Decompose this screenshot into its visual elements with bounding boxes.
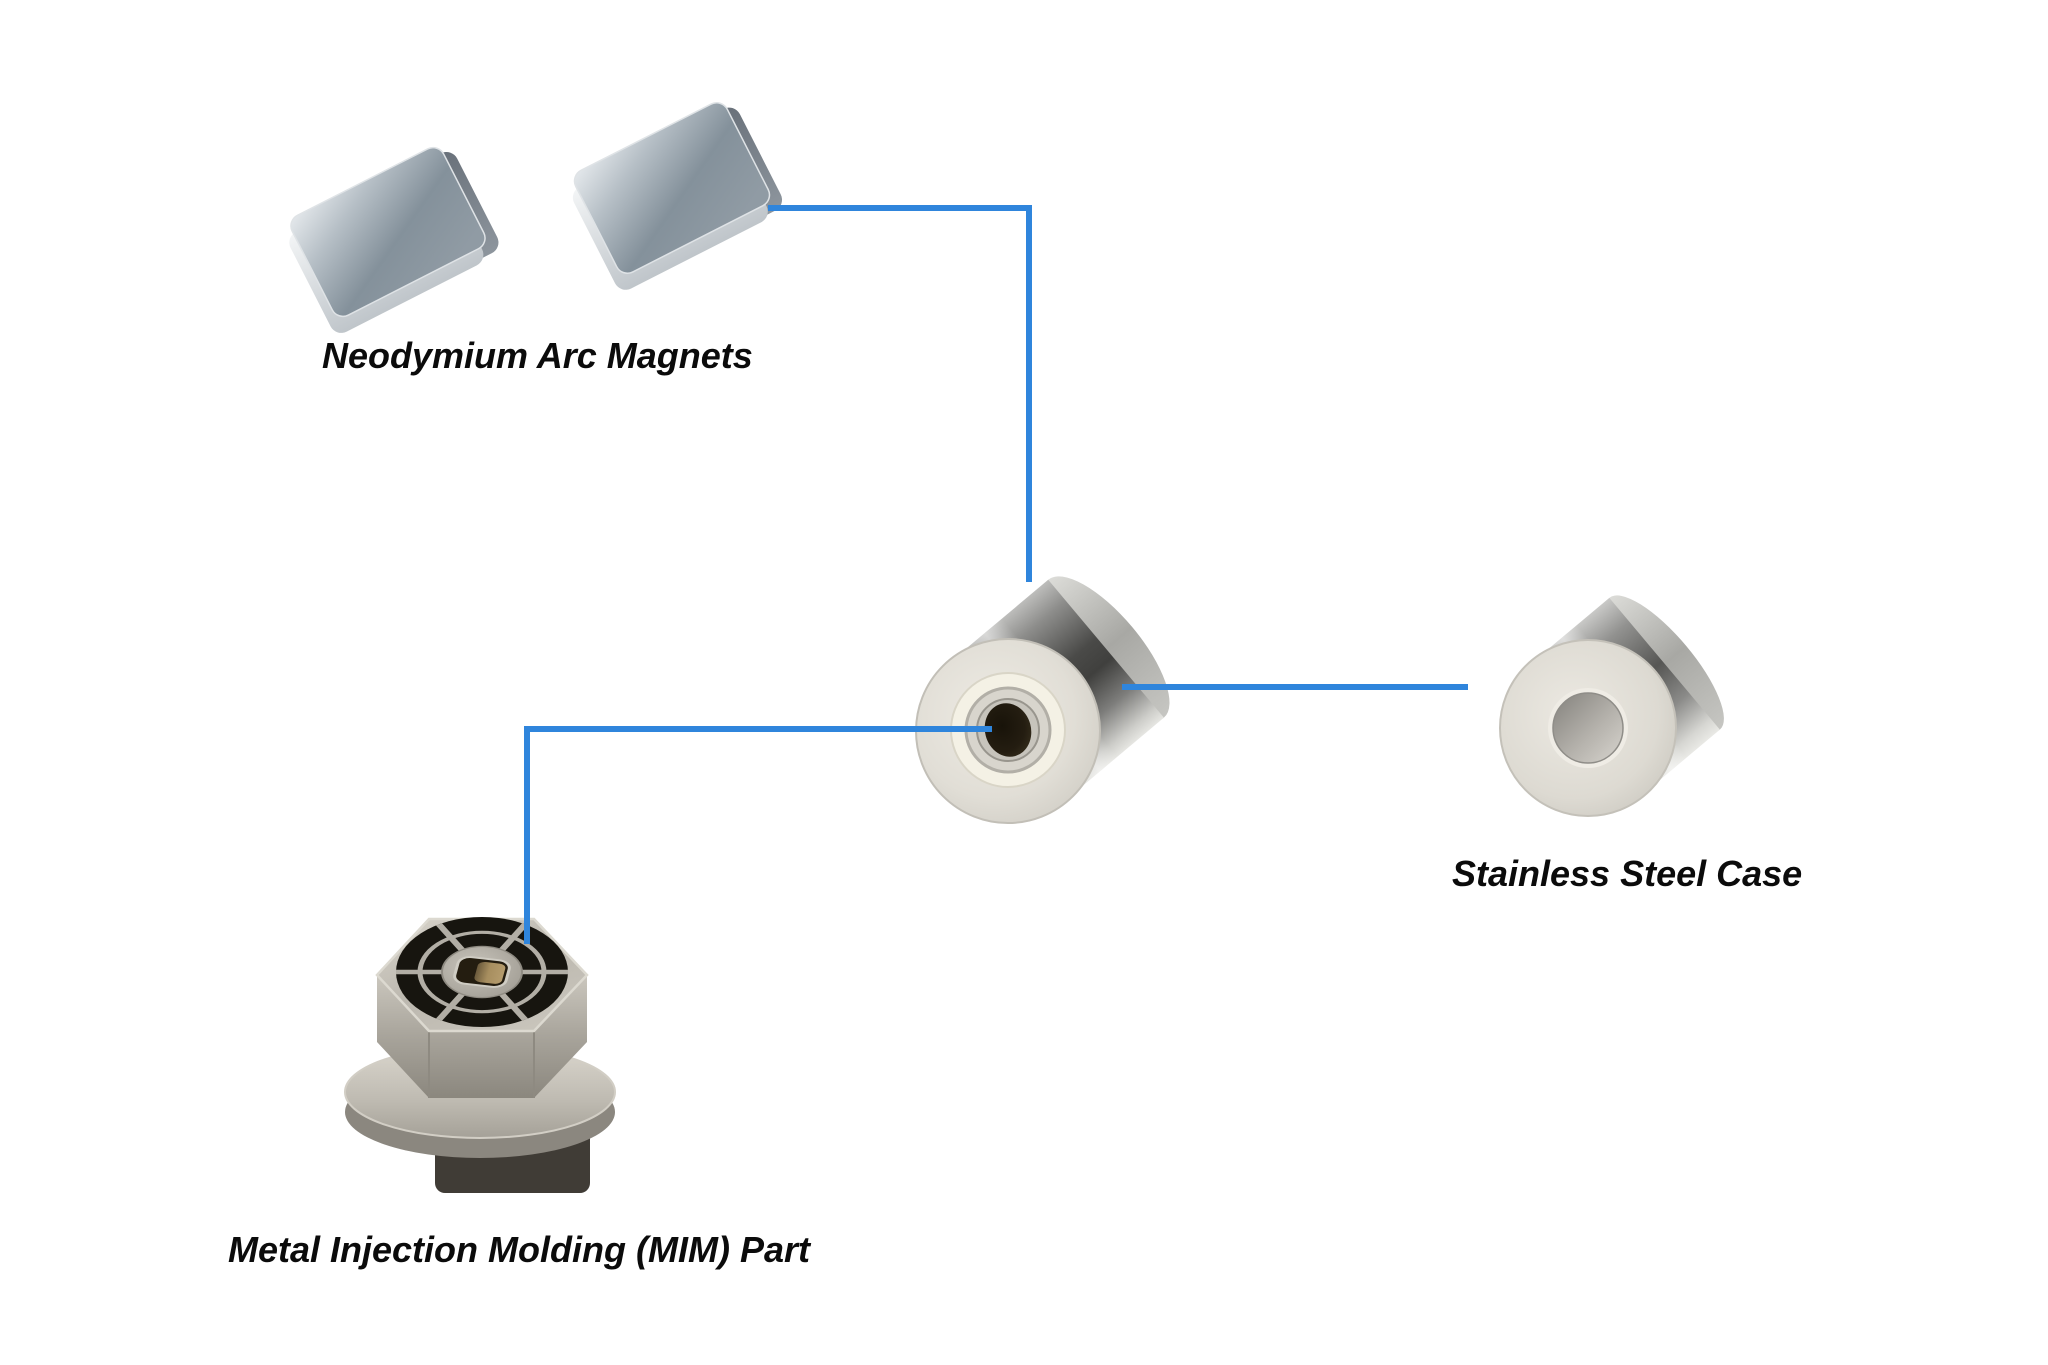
magnet-right-top-face bbox=[573, 102, 771, 274]
connector-lines bbox=[524, 205, 1468, 944]
stainless-steel-case-label: Stainless Steel Case bbox=[1452, 853, 1803, 894]
stainless-steel-case-image bbox=[1499, 595, 1724, 817]
mim-rotor-pattern bbox=[396, 916, 568, 1028]
magnetic-assembly-image bbox=[915, 576, 1170, 824]
magnets-label: Neodymium Arc Magnets bbox=[322, 335, 753, 376]
connector-magnets-to-assembly bbox=[768, 205, 1032, 582]
mim-d-hole-bore bbox=[474, 961, 506, 984]
neodymium-magnet-right-image bbox=[572, 102, 783, 290]
assembly-center-hole bbox=[984, 703, 1032, 757]
case-through-hole bbox=[1552, 692, 1624, 764]
magnet-left-top-face bbox=[290, 146, 486, 318]
connector-mim-to-assembly bbox=[524, 726, 992, 944]
mim-part-label: Metal Injection Molding (MIM) Part bbox=[228, 1229, 810, 1270]
rotor-mid-ring bbox=[417, 930, 547, 1014]
neodymium-magnet-left-image bbox=[289, 146, 499, 333]
mim-part-image bbox=[344, 916, 616, 1193]
